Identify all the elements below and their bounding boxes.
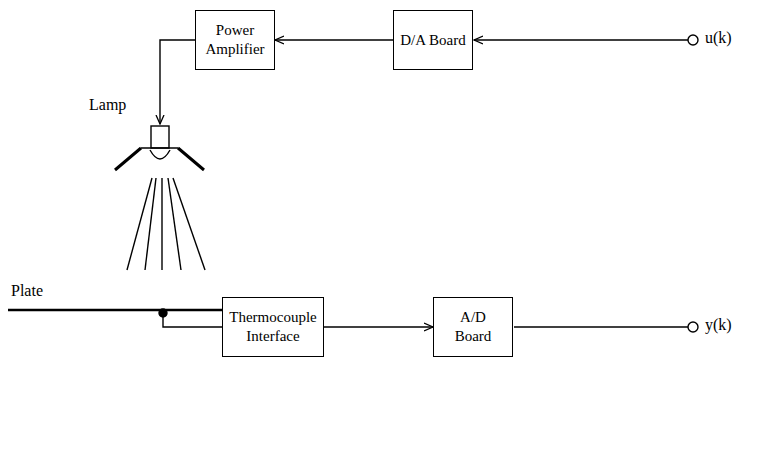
box-label: A/D Board bbox=[440, 308, 506, 346]
part-name: Lamp bbox=[88, 96, 127, 114]
terminal bbox=[688, 322, 698, 332]
wire bbox=[160, 40, 195, 124]
lamp-symbol bbox=[115, 126, 205, 270]
part-name: Plate bbox=[10, 282, 44, 300]
thermocouple-junction bbox=[159, 309, 167, 317]
signal-name: u(k) bbox=[704, 29, 733, 47]
process-box: D/A Board bbox=[393, 10, 473, 70]
signal-arrow bbox=[324, 326, 433, 327]
terminal bbox=[688, 35, 698, 45]
signal-name: y(k) bbox=[704, 316, 733, 334]
wire bbox=[474, 39, 688, 40]
wire bbox=[514, 326, 688, 327]
box-label: Power Amplifier bbox=[202, 21, 268, 59]
box-label: Thermocouple Interface bbox=[229, 308, 317, 346]
process-box: Thermocouple Interface bbox=[222, 297, 324, 357]
box-label: D/A Board bbox=[400, 31, 465, 50]
process-box: Power Amplifier bbox=[195, 10, 275, 70]
signal-arrow bbox=[275, 39, 393, 40]
process-box: A/D Board bbox=[433, 297, 513, 357]
